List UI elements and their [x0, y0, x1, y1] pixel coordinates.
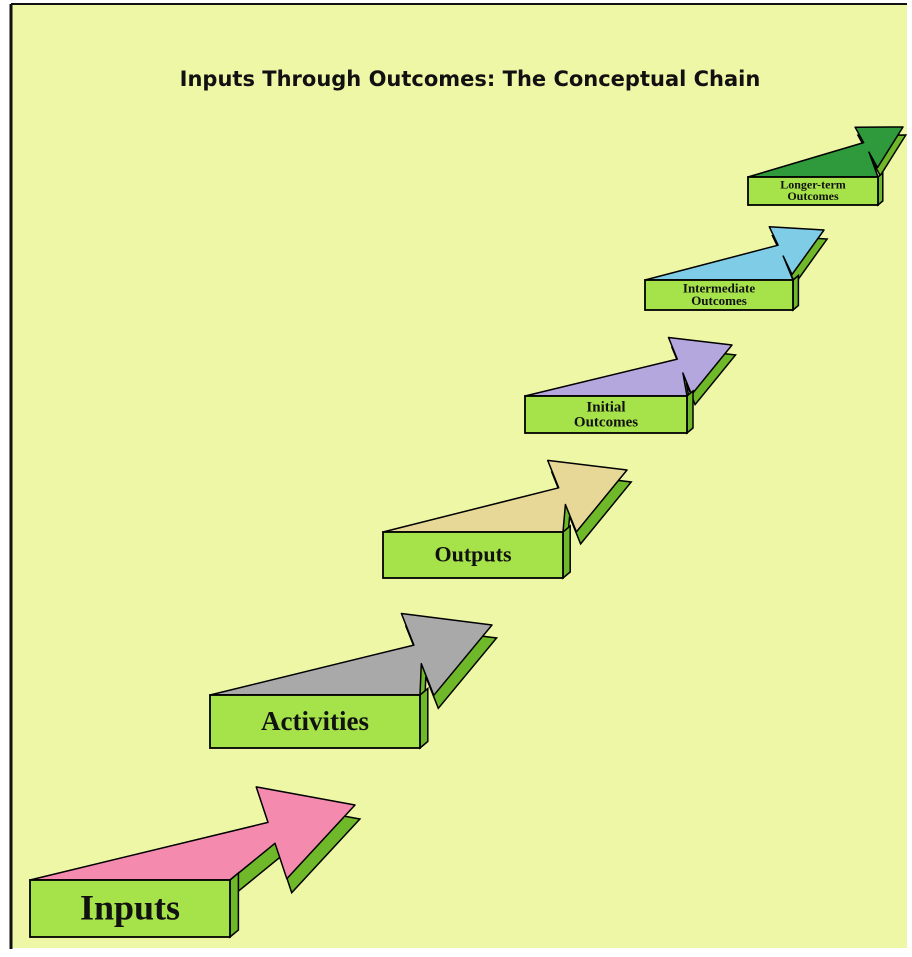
label-box-side: [686, 389, 694, 435]
label-box: [382, 531, 564, 579]
arrow-shape: [524, 336, 733, 397]
step-label: Activities: [261, 706, 369, 736]
label-box-side: [562, 524, 571, 580]
arrow-shape: [209, 612, 493, 697]
arrow-steps: InputsActivitiesOutputsInitialOutcomesIn…: [29, 126, 908, 939]
label-box: [524, 395, 688, 434]
arrow-shape: [747, 126, 904, 178]
arrow-step: Activities: [209, 612, 499, 750]
label-box: [747, 176, 879, 206]
step-label: Inputs: [80, 887, 180, 927]
diagram-title: Inputs Through Outcomes: The Conceptual …: [180, 67, 761, 91]
label-box: [644, 279, 794, 311]
label-box: [29, 879, 231, 938]
arrow-shape: [644, 226, 825, 281]
arrow-shape: [382, 459, 628, 533]
step-label: Outputs: [434, 542, 511, 567]
label-box-side: [229, 871, 240, 939]
step-label: Longer-term: [780, 178, 846, 192]
step-label: Initial: [586, 400, 625, 416]
label-box: [209, 694, 421, 749]
step-label: Intermediate: [683, 281, 755, 296]
step-label: Outcomes: [787, 189, 839, 203]
arrow-step: Outputs: [382, 459, 633, 580]
label-box-side: [419, 686, 429, 750]
step-label: Outcomes: [574, 415, 638, 431]
arrow-step: Inputs: [29, 786, 362, 939]
step-label: Outcomes: [691, 293, 747, 308]
diagram-background: [12, 4, 907, 948]
